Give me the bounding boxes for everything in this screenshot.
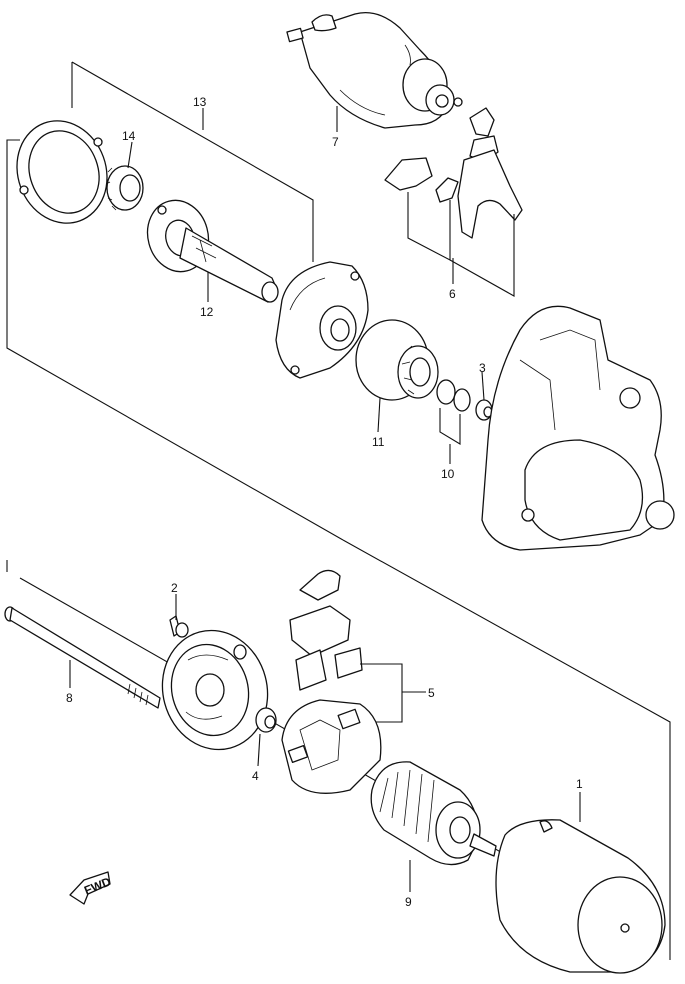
gear-housing-part-13 [275,261,369,379]
callout-14: 14 [122,129,136,143]
overrunning-clutch-part-11 [355,319,439,401]
fwd-direction-arrow: FWD [69,871,113,905]
rear-end-frame [161,629,269,751]
callout-12: 12 [200,305,214,319]
brush-holder-part-5 [281,569,403,794]
callout-7: 7 [332,135,339,149]
planet-gear-part-14 [105,165,144,211]
callout-2: 2 [171,581,178,595]
grommet-part-4 [255,707,277,733]
front-housing [481,305,675,551]
callout-13: 13 [193,95,207,109]
callout-numbers: 1 2 3 4 5 6 7 8 9 10 11 12 13 14 [66,95,583,909]
through-bolt-part-8 [4,606,161,709]
shift-lever-part-6 [384,149,523,297]
callout-10: 10 [441,467,455,481]
callout-4: 4 [252,769,259,783]
fwd-badge-text: FWD [82,874,113,897]
callout-8: 8 [66,691,73,705]
callout-3: 3 [479,361,486,375]
snap-rings-part-10 [436,379,471,445]
callout-6: 6 [449,287,456,301]
internal-gear-ring [16,120,108,224]
solenoid-part-7 [286,11,499,163]
callout-9: 9 [405,895,412,909]
armature-part-9 [370,761,497,866]
callout-11: 11 [372,435,385,449]
callout-1: 1 [576,777,583,791]
yoke-part-1 [495,819,666,974]
bushing-part-3 [475,399,493,421]
pinion-shaft-part-12 [146,199,279,303]
screw-part-2 [169,615,189,638]
callout-leaders [69,106,581,892]
callout-5: 5 [428,686,435,700]
